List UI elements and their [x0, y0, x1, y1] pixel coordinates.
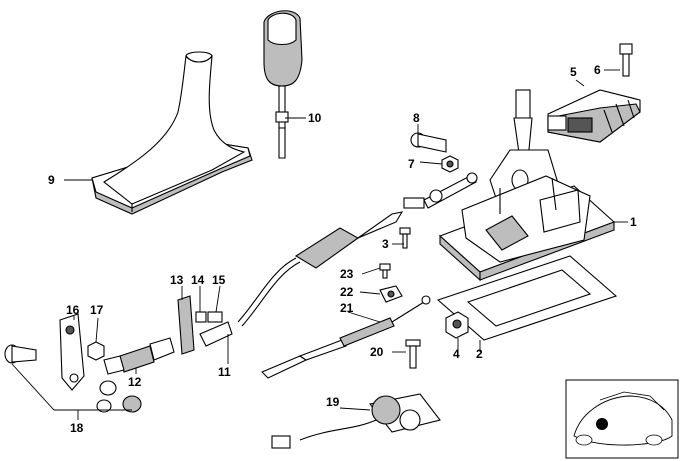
nut-7-part	[441, 155, 459, 173]
callout-9: 9	[48, 173, 55, 187]
washer-18b-part	[122, 395, 142, 413]
callout-18: 18	[70, 421, 84, 435]
callout-5: 5	[570, 65, 577, 79]
gear-knob-part	[263, 10, 303, 159]
gasket-plate-part	[436, 255, 618, 341]
callout-17: 17	[90, 303, 104, 317]
callout-4: 4	[453, 347, 460, 361]
bolt-20-part	[405, 339, 421, 369]
car-location-inset	[565, 379, 679, 459]
callout-12: 12	[128, 375, 142, 389]
callout-1: 1	[630, 215, 637, 229]
cable-bracket-13-part	[177, 295, 233, 355]
callout-11: 11	[218, 365, 231, 379]
bolt-6-part	[619, 43, 633, 77]
adjuster-12-part	[103, 337, 175, 375]
callout-13: 13	[170, 273, 184, 287]
leader-lines	[11, 69, 628, 420]
pin-8-part	[410, 132, 447, 153]
nut-17-part	[87, 341, 105, 361]
location-marker-dot	[596, 418, 608, 430]
shift-cable-lower	[261, 295, 431, 379]
callout-23: 23	[340, 267, 354, 281]
callout-8: 8	[413, 111, 420, 125]
clamp-22-part	[379, 285, 403, 303]
solenoid-19-part	[271, 393, 441, 449]
callout-16: 16	[66, 303, 80, 317]
callout-10: 10	[308, 111, 322, 125]
bushing-18a-part	[96, 380, 117, 413]
screw-3-part	[399, 227, 411, 249]
callout-22: 22	[340, 285, 354, 299]
clip-4-part	[445, 311, 469, 339]
callout-3: 3	[382, 237, 389, 251]
callout-2: 2	[476, 347, 483, 361]
callout-21: 21	[340, 301, 354, 315]
bolt-23-part	[379, 263, 391, 279]
callout-20: 20	[370, 345, 384, 359]
shift-cable-upper	[237, 172, 478, 327]
bolt-18-part	[4, 344, 37, 364]
callout-7: 7	[408, 157, 415, 171]
selector-housing-part	[438, 175, 616, 282]
callout-14: 14	[191, 273, 205, 287]
shift-boot-part	[91, 51, 253, 215]
lever-16-part	[59, 313, 85, 391]
callout-labels: 1 2 3 4 5 6 7 8 9 10 11 12 13 14 15 16 1…	[48, 63, 637, 435]
bracket-part	[547, 89, 641, 143]
callout-19: 19	[326, 395, 340, 409]
callout-15: 15	[212, 273, 226, 287]
callout-6: 6	[594, 63, 601, 77]
